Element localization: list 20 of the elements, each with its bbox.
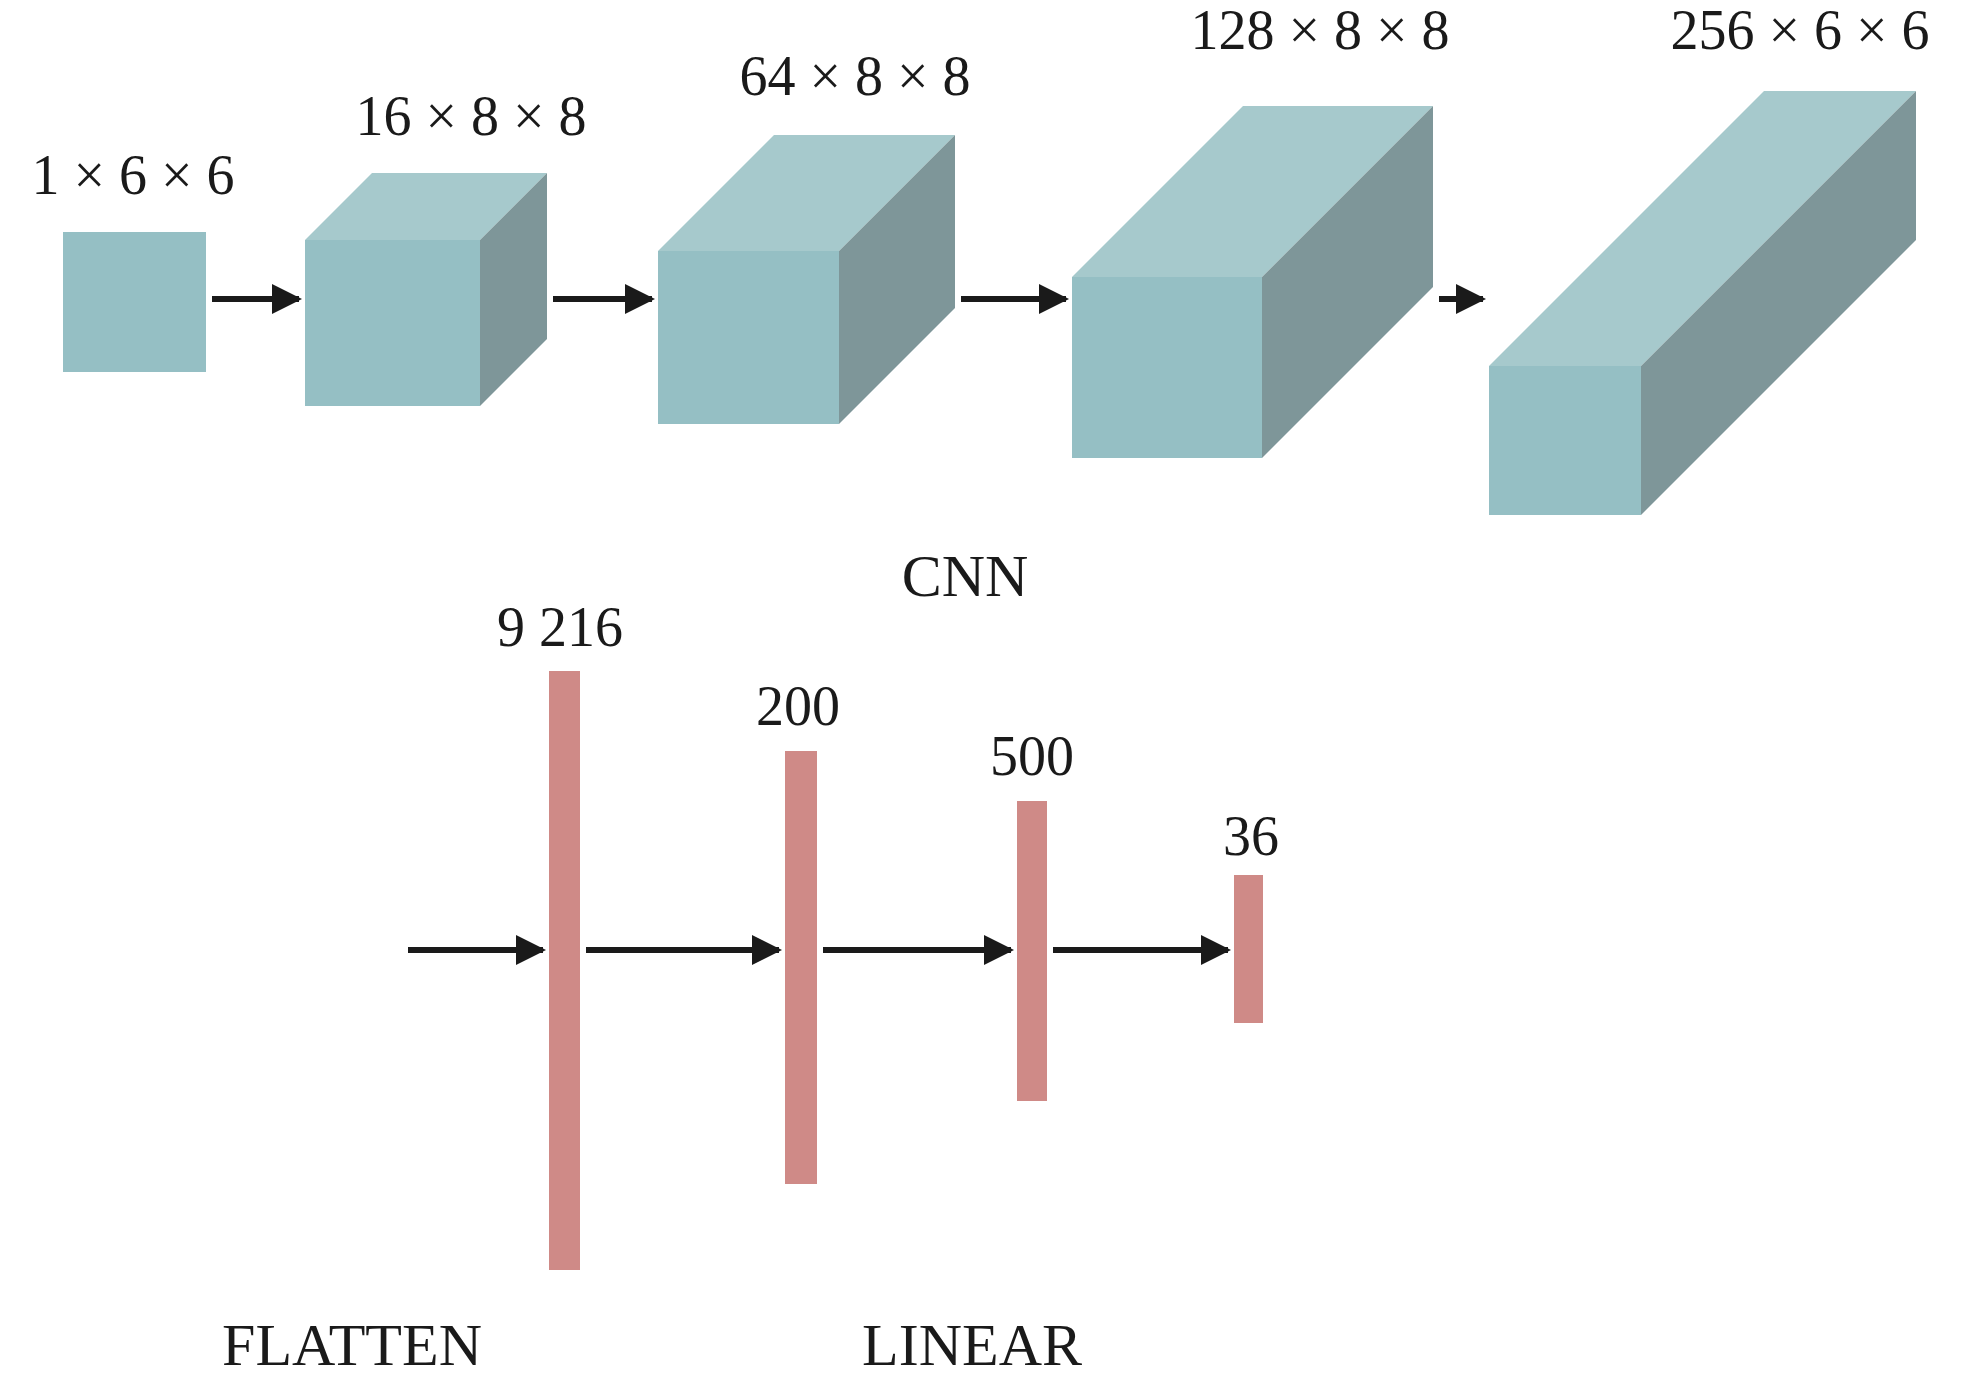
arrow [1053,935,1231,965]
layer-size-label: 256 × 6 × 6 [1670,2,1930,58]
arrow [1439,284,1486,314]
layer-size-label: 1 × 6 × 6 [31,147,235,203]
arrow [823,935,1014,965]
layer-size-label: 16 × 8 × 8 [355,88,587,144]
layer-size-label: 64 × 8 × 8 [739,48,971,104]
section-label: CNN [901,546,1029,606]
arrow [212,284,302,314]
arrow [586,935,782,965]
layer-size-label: 500 [990,728,1074,784]
layer-size-label: 200 [756,678,840,734]
arrow [553,284,655,314]
section-label: LINEAR [862,1315,1082,1375]
layer-size-label: 128 × 8 × 8 [1190,2,1450,58]
section-label: FLATTEN [222,1315,482,1375]
layer-size-label: 36 [1223,808,1279,864]
arrow [961,284,1069,314]
arrow [408,935,546,965]
layer-size-label: 9 216 [497,599,623,655]
